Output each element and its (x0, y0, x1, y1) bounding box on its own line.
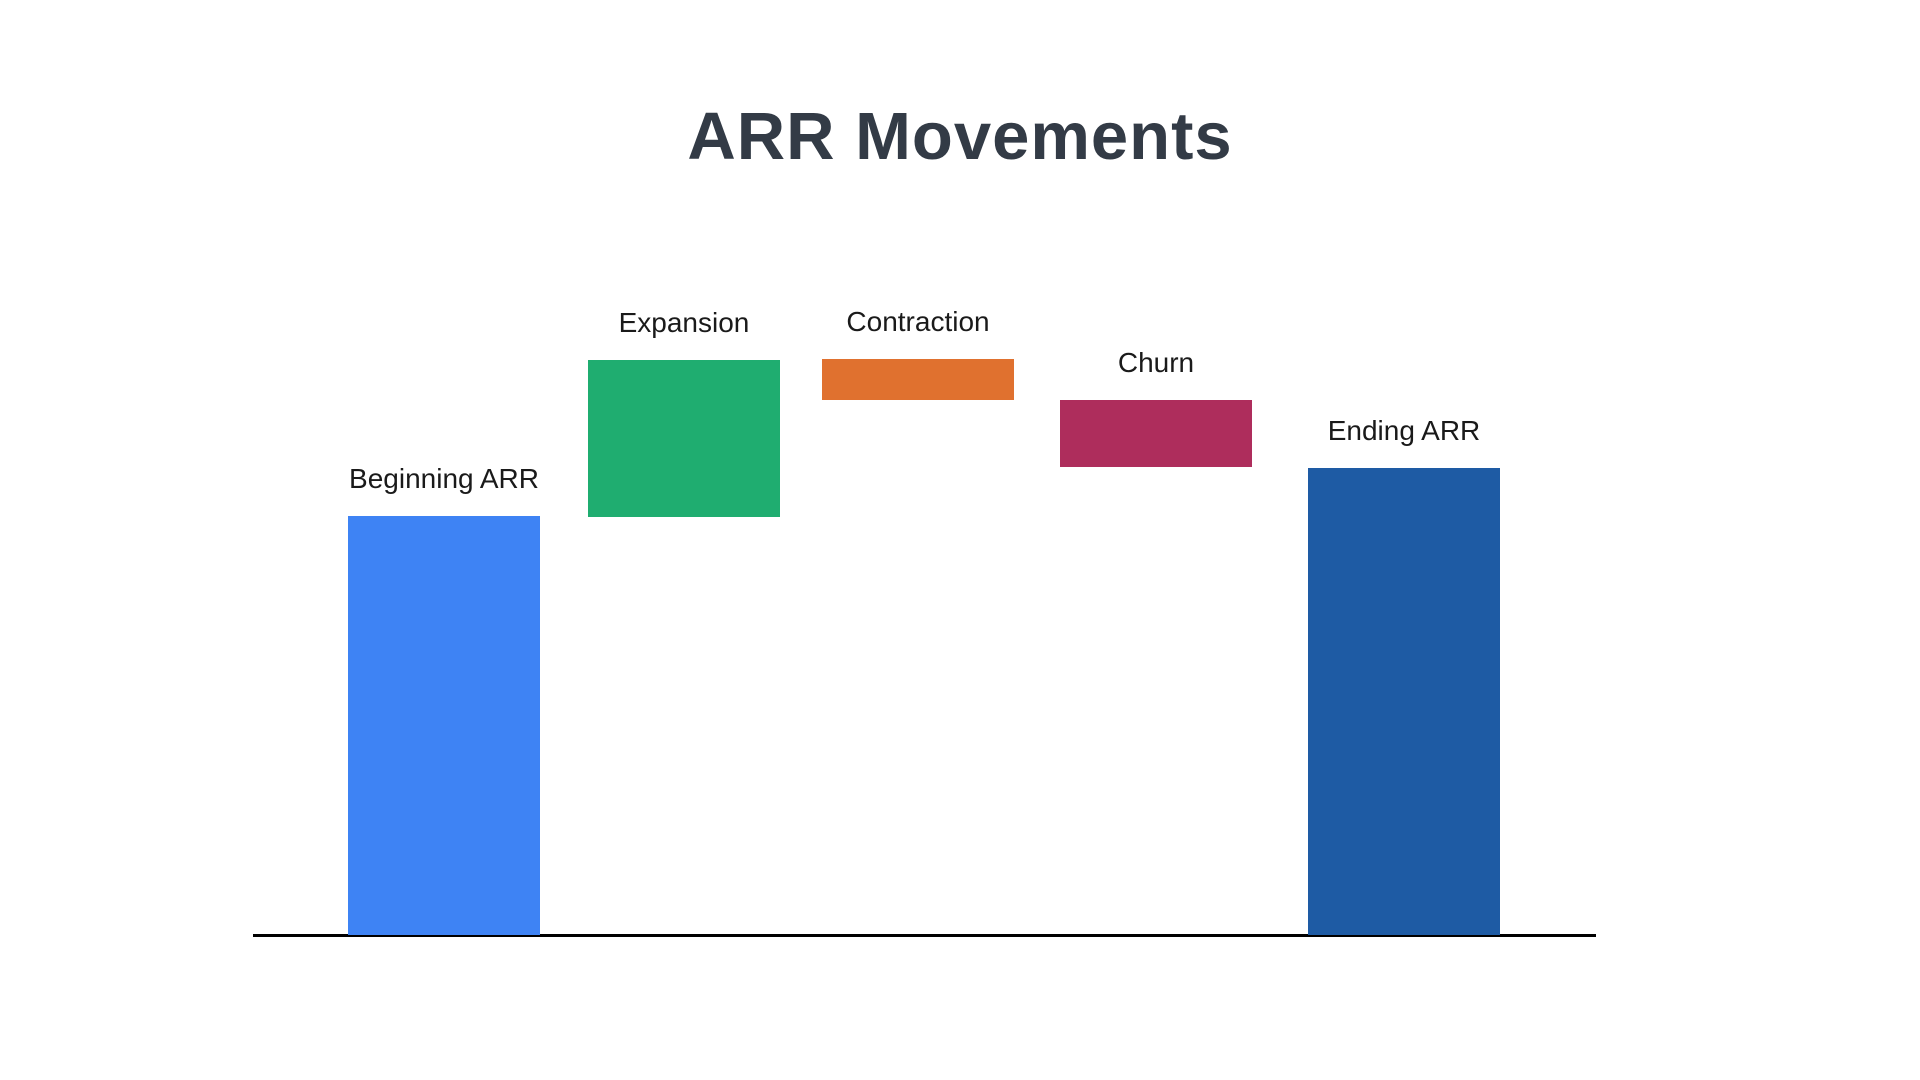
bar-beginning-arr (348, 516, 540, 935)
chart-title: ARR Movements (687, 99, 1233, 174)
bar-contraction (822, 359, 1014, 400)
bar-label-expansion: Expansion (618, 307, 750, 338)
bar-label-ending-arr: Ending ARR (1327, 415, 1481, 446)
bar-label-contraction: Contraction (846, 306, 990, 337)
bar-churn (1060, 400, 1252, 467)
bar-label-churn: Churn (1117, 347, 1195, 378)
bar-ending-arr (1308, 468, 1500, 935)
bar-expansion (588, 360, 780, 517)
bar-label-beginning-arr: Beginning ARR (349, 463, 539, 494)
x-axis-baseline (253, 934, 1596, 937)
